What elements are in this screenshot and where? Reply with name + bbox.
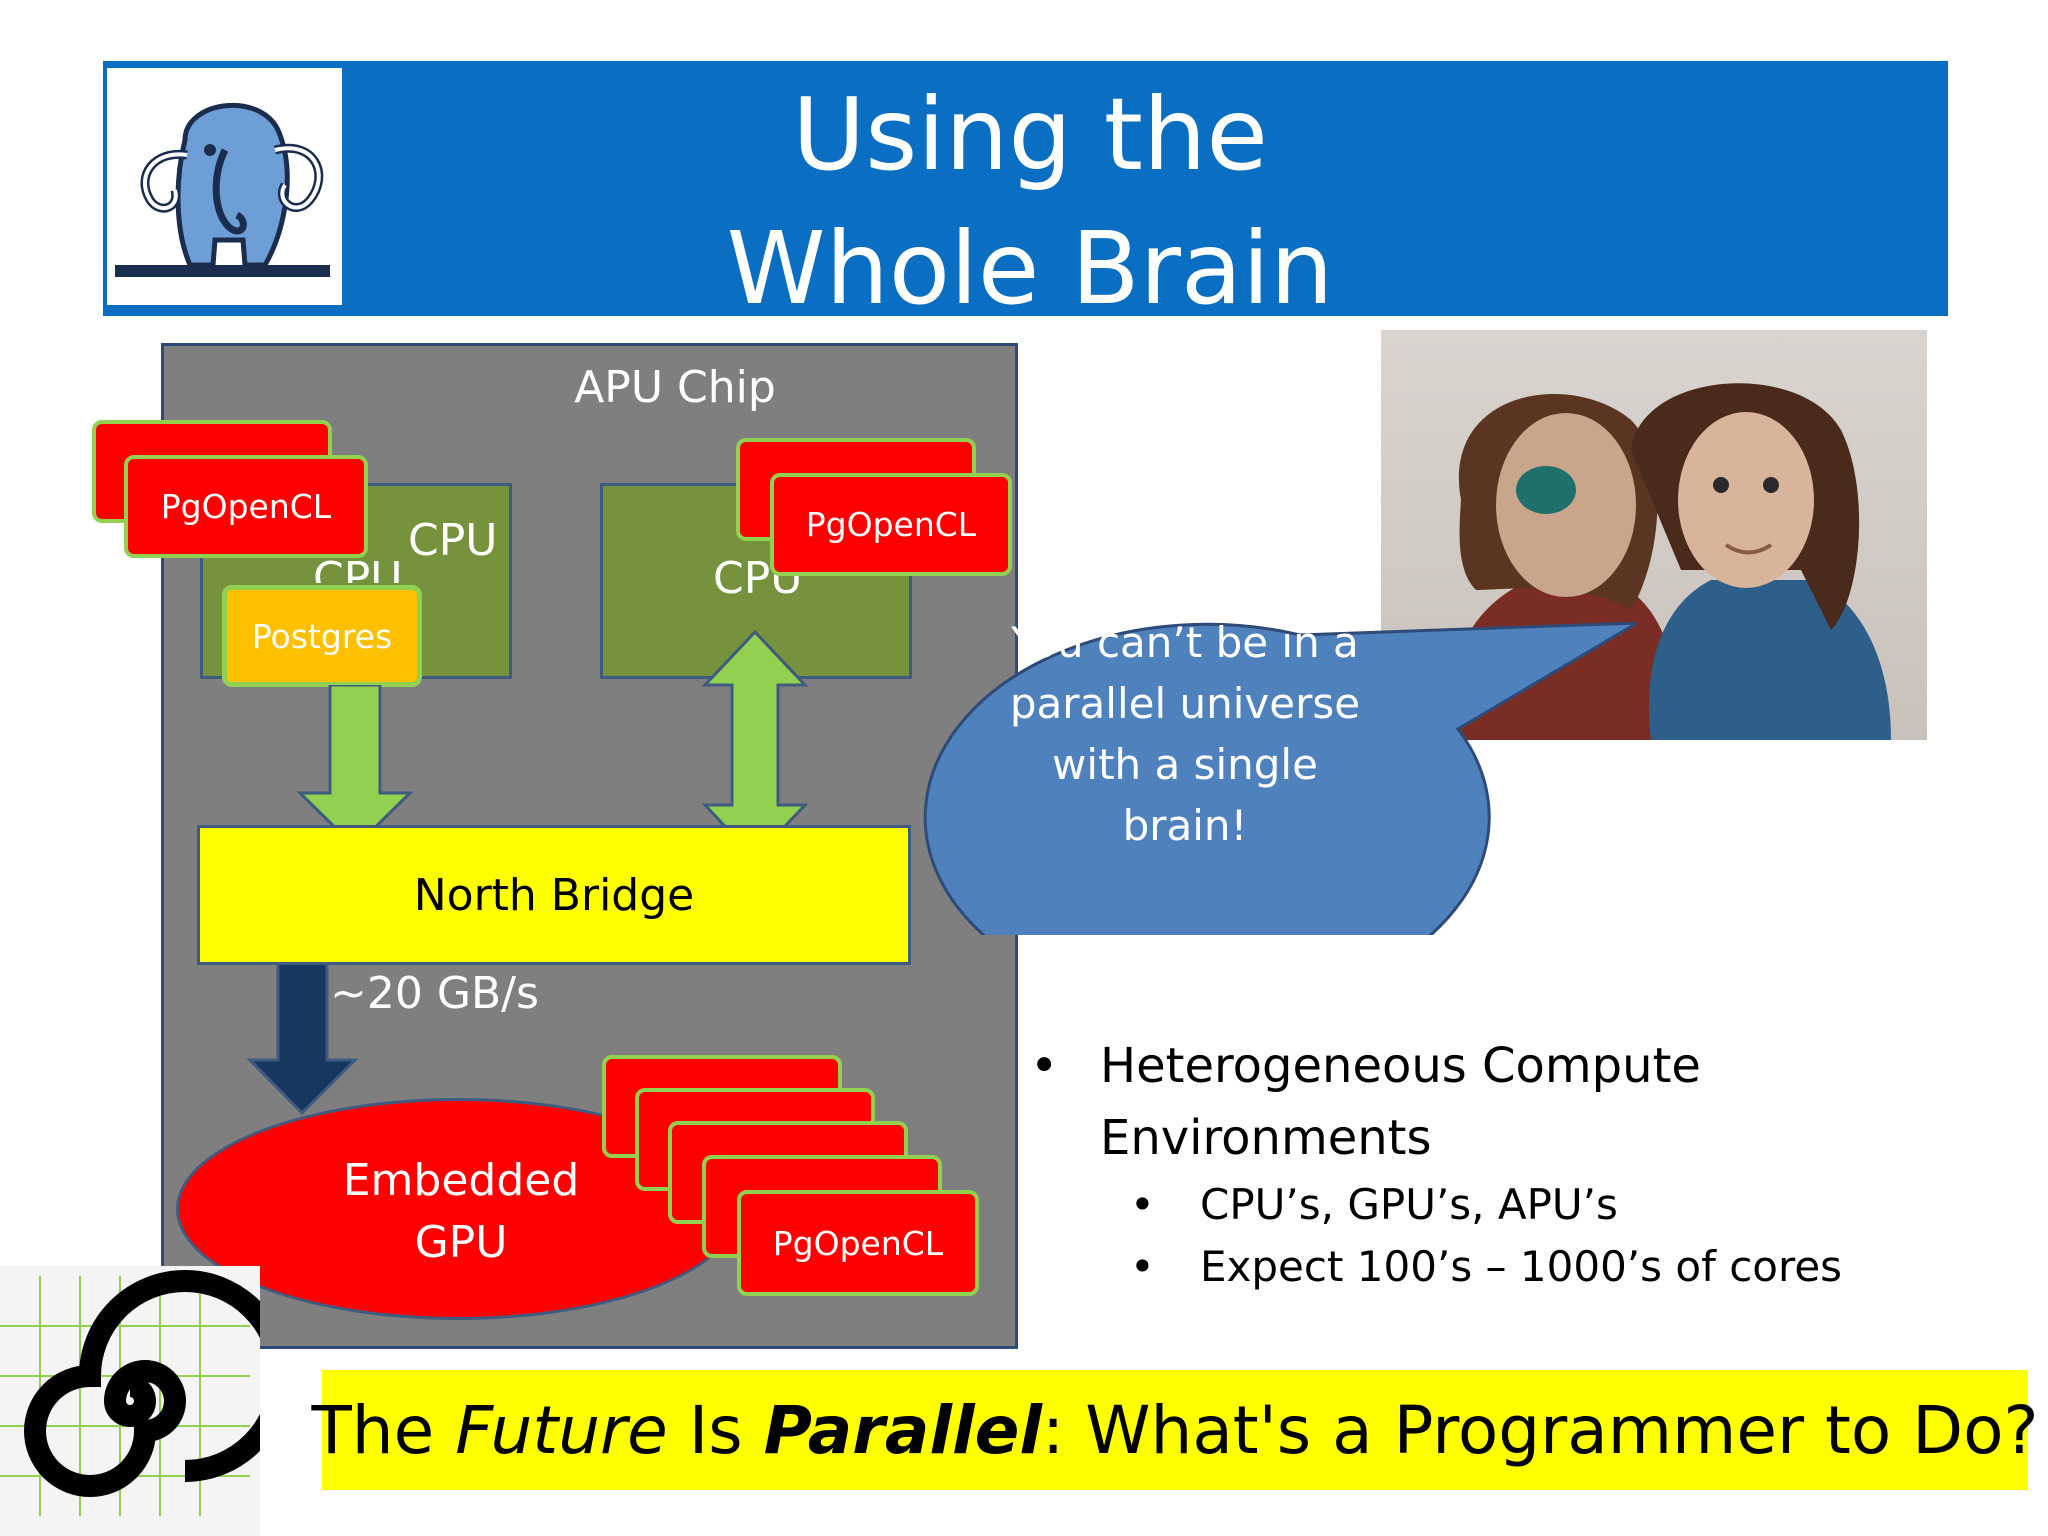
slide-title: Using the Whole Brain: [540, 68, 1520, 327]
bullet-main-text: Heterogeneous Compute Environments: [1100, 1038, 1701, 1166]
bullet-sub-1-text: CPU’s, GPU’s, APU’s: [1200, 1180, 1618, 1229]
pgopencl-card-left: PgOpenCL: [124, 455, 368, 558]
gpu-line-2: GPU: [414, 1217, 508, 1268]
title-line-2: Whole Brain: [726, 210, 1334, 327]
spiral-logo-icon: [0, 1266, 260, 1536]
cpu-label-left-hidden: CPU: [313, 553, 403, 583]
bullet-list: • Heterogeneous Compute Environments • C…: [1030, 1030, 2040, 1298]
bullet-dot: •: [1030, 1038, 1059, 1094]
north-bridge: North Bridge: [197, 825, 911, 965]
bandwidth-label: ~20 GB/s: [330, 968, 539, 1019]
bullet-sub-1: • CPU’s, GPU’s, APU’s: [1030, 1174, 2040, 1236]
footer-part-1: The: [311, 1391, 456, 1469]
bubble-line-3: with a single: [1052, 740, 1318, 789]
pgopencl-card-right: PgOpenCL: [770, 473, 1012, 576]
postgres-elephant-icon: [115, 102, 330, 277]
apu-chip-label: APU Chip: [574, 362, 776, 413]
embedded-gpu-label: Embedded GPU: [316, 1150, 606, 1274]
postgres-box: Postgres: [222, 585, 422, 687]
bullet-main: • Heterogeneous Compute Environments: [1030, 1030, 2040, 1174]
bubble-line-1: You can’t be in a: [1011, 618, 1359, 667]
title-banner: [103, 61, 1948, 316]
speech-bubble: [923, 621, 1635, 935]
bullet-dot: •: [1130, 1242, 1155, 1291]
pgopencl-card-gpu-front: PgOpenCL: [737, 1190, 979, 1296]
cpu-label-left: CPU: [408, 515, 498, 566]
bubble-line-2: parallel universe: [1009, 679, 1361, 728]
title-line-1: Using the: [792, 76, 1268, 193]
bubble-line-4: brain!: [1122, 801, 1248, 850]
footer-banner: The Future Is Parallel: What's a Program…: [311, 1370, 2039, 1490]
bullet-sub-2-text: Expect 100’s – 1000’s of cores: [1200, 1242, 1843, 1291]
footer-part-5: : What's a Programmer to Do?: [1042, 1391, 2039, 1469]
bullet-dot: •: [1130, 1180, 1155, 1229]
speech-bubble-text: You can’t be in a parallel universe with…: [985, 612, 1385, 856]
arrow-down-green: [296, 685, 414, 850]
footer-part-parallel: Parallel: [763, 1391, 1043, 1469]
footer-part-future: Future: [455, 1391, 668, 1469]
footer-part-3: Is: [667, 1391, 764, 1469]
gpu-line-1: Embedded: [342, 1155, 580, 1206]
bullet-sub-2: • Expect 100’s – 1000’s of cores: [1030, 1236, 2040, 1298]
